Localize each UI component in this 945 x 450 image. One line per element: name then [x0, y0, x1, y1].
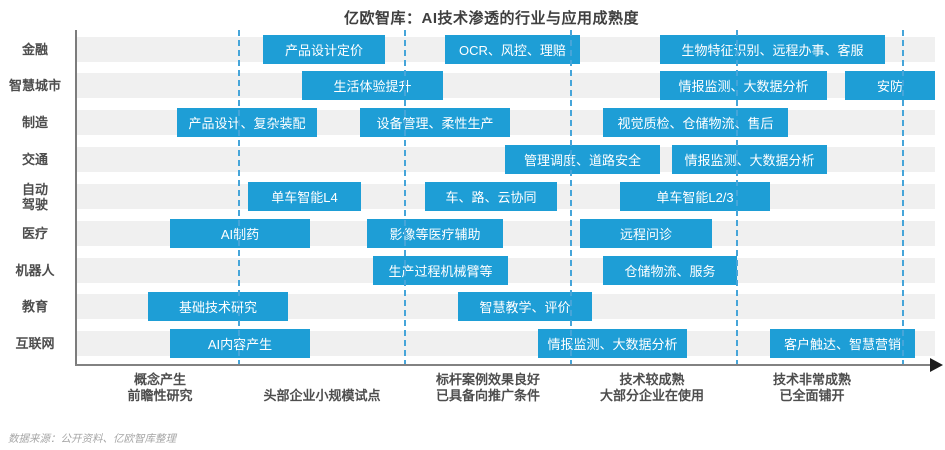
maturity-bar: OCR、风控、理赔 [445, 35, 580, 64]
maturity-bar: 单车智能L2/3 [620, 182, 770, 211]
row-label-finance: 金融 [21, 42, 48, 57]
maturity-bar: 生产过程机械臂等 [373, 256, 508, 285]
stage-label-1: 概念产生 前瞻性研究 [127, 372, 193, 403]
row-label-transportation: 交通 [21, 152, 48, 167]
stage-divider-line [902, 30, 904, 366]
maturity-bar: 生物特征识别、远程办事、客服 [660, 35, 885, 64]
stage-divider-line [570, 30, 572, 366]
maturity-bar: 产品设计定价 [263, 35, 385, 64]
stage-divider-line [238, 30, 240, 366]
maturity-bar: 基础技术研究 [148, 292, 288, 321]
row-label-autonomous-driving: 自动 驾驶 [21, 181, 48, 212]
maturity-bar: 安防 [845, 71, 935, 100]
stage-label-5: 技术非常成熟 已全面铺开 [772, 372, 851, 403]
maturity-bar: 车、路、云协同 [425, 182, 557, 211]
maturity-bar: 情报监测、大数据分析 [538, 329, 687, 358]
stage-divider-line [736, 30, 738, 366]
maturity-bar: 视觉质检、仓储物流、售后 [603, 108, 788, 137]
row-label-manufacturing: 制造 [21, 115, 48, 130]
row-label-smart-city: 智慧城市 [8, 78, 61, 93]
maturity-bar: AI内容产生 [170, 329, 310, 358]
maturity-bar: 客户触达、智慧营销 [770, 329, 915, 358]
maturity-bar: 产品设计、复杂装配 [177, 108, 317, 137]
data-source-note: 数据来源：公开资料、亿欧智库整理 [8, 433, 176, 445]
maturity-bar: 影像等医疗辅助 [367, 219, 503, 248]
row-label-education: 教育 [21, 299, 48, 314]
x-axis-arrow-icon [930, 358, 943, 372]
row-label-healthcare: 医疗 [21, 226, 48, 241]
row-label-robotics: 机器人 [15, 263, 55, 278]
y-axis-line [75, 30, 77, 366]
stage-label-3: 标杆案例效果良好 已具备向推广条件 [435, 372, 540, 403]
maturity-bar: 仓储物流、服务 [603, 256, 737, 285]
maturity-bar: 设备管理、柔性生产 [360, 108, 510, 137]
maturity-bar: 远程问诊 [580, 219, 712, 248]
stage-label-2: 头部企业小规模试点 [263, 388, 381, 403]
x-axis-line [75, 364, 933, 366]
row-label-internet: 互联网 [15, 336, 55, 351]
maturity-bar: 管理调度、道路安全 [505, 145, 660, 174]
chart-title: 亿欧智库：AI技术渗透的行业与应用成熟度 [343, 10, 639, 27]
maturity-bar: 情报监测、大数据分析 [672, 145, 827, 174]
maturity-bar: AI制药 [170, 219, 310, 248]
maturity-bar: 情报监测、大数据分析 [660, 71, 827, 100]
maturity-bar: 单车智能L4 [248, 182, 361, 211]
maturity-bar: 生活体验提升 [302, 71, 443, 100]
maturity-bar: 智慧教学、评价 [458, 292, 592, 321]
stage-label-4: 技术较成熟 大部分企业在使用 [599, 372, 704, 403]
stage-divider-line [404, 30, 406, 366]
